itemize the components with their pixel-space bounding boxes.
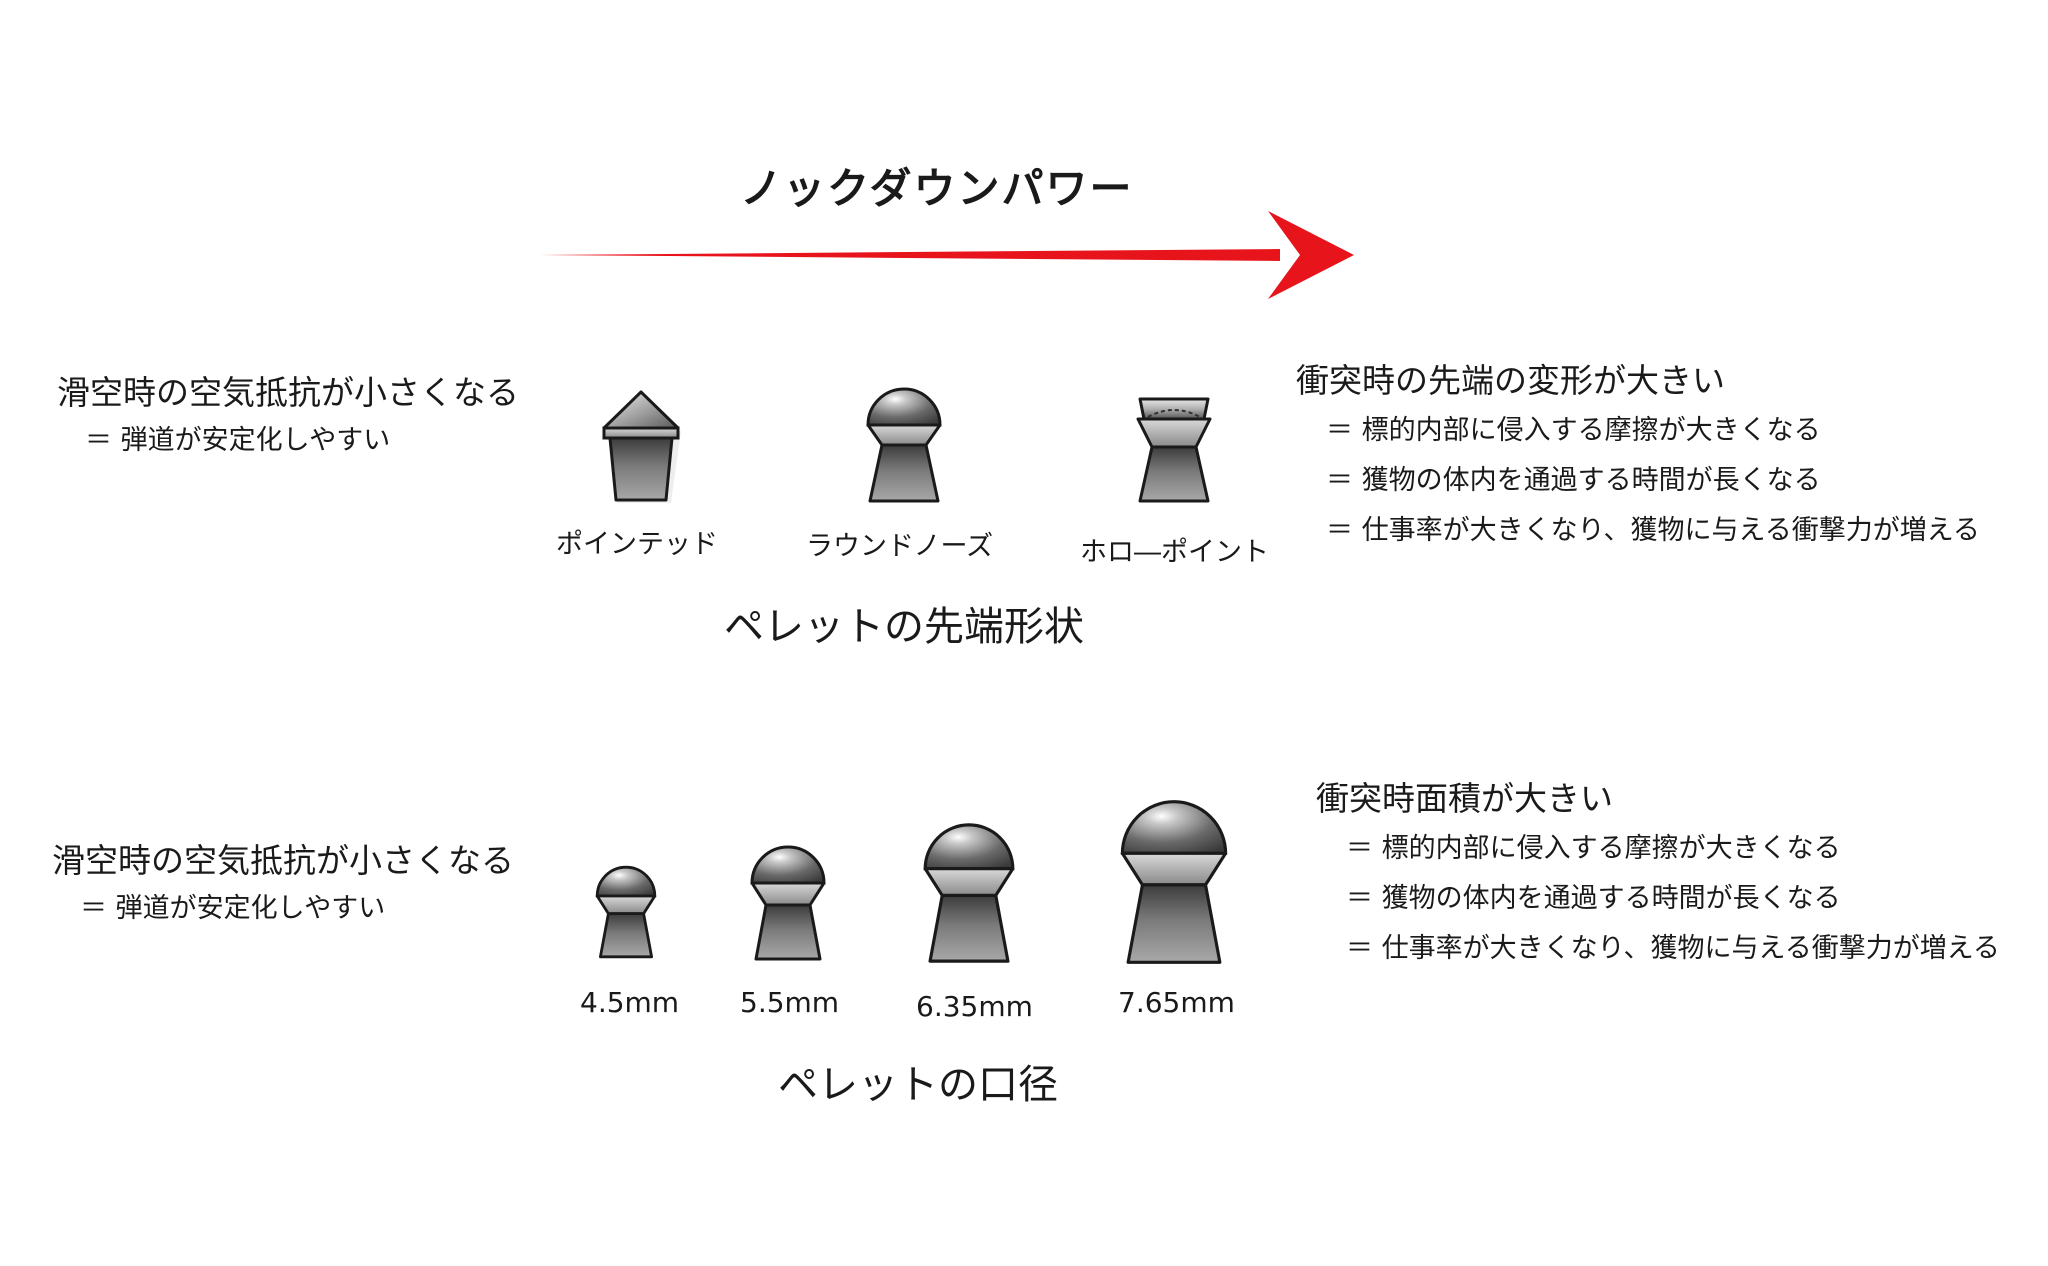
shape-left-sub: ＝ 弾道が安定化しやすい (85, 425, 391, 456)
pellet-round-nose (866, 387, 942, 503)
label-5-5mm: 5.5mm (740, 986, 840, 1019)
shape-left-lead: 滑空時の空気抵抗が小さくなる (57, 373, 519, 412)
caliber-right-item-1: ＝ 標的内部に侵入する摩擦が大きくなる (1346, 833, 1841, 864)
label-hollow-point: ホロ―ポイント (1080, 537, 1269, 568)
shape-right-item-3: ＝ 仕事率が大きくなり、獲物に与える衝撃力が増える (1326, 515, 1980, 546)
label-6-35mm: 6.35mm (916, 990, 1033, 1023)
shape-right-lead: 衝突時の先端の変形が大きい (1296, 361, 1725, 400)
label-pointed: ポインテッド (556, 529, 718, 560)
knockdown-arrow (540, 211, 1354, 299)
pellet-4-5mm (595, 865, 657, 959)
label-round-nose: ラウンドノーズ (806, 531, 994, 562)
caliber-right-lead: 衝突時面積が大きい (1316, 779, 1613, 818)
knockdown-power-title: ノックダウンパワー (740, 164, 1134, 213)
label-7-65mm: 7.65mm (1118, 986, 1235, 1019)
caliber-right-item-2: ＝ 獲物の体内を通過する時間が長くなる (1346, 883, 1841, 914)
arrow-head (1268, 211, 1354, 299)
shape-right-item-2: ＝ 獲物の体内を通過する時間が長くなる (1326, 465, 1821, 496)
shape-section-title: ペレットの先端形状 (724, 604, 1084, 650)
pellet-hollow-point (1136, 397, 1212, 503)
arrow-shaft (540, 249, 1280, 261)
caliber-section-title: ペレットの口径 (778, 1062, 1058, 1108)
pellet-7-65mm (1120, 800, 1228, 964)
caliber-left-sub: ＝ 弾道が安定化しやすい (80, 893, 386, 924)
label-4-5mm: 4.5mm (580, 986, 680, 1019)
caliber-left-lead: 滑空時の空気抵抗が小さくなる (52, 841, 514, 880)
pellet-6-35mm (923, 823, 1015, 963)
pellet-pointed (602, 390, 681, 503)
pellet-5-5mm (750, 845, 826, 961)
shape-right-item-1: ＝ 標的内部に侵入する摩擦が大きくなる (1326, 415, 1821, 446)
caliber-right-item-3: ＝ 仕事率が大きくなり、獲物に与える衝撃力が増える (1346, 933, 2000, 964)
